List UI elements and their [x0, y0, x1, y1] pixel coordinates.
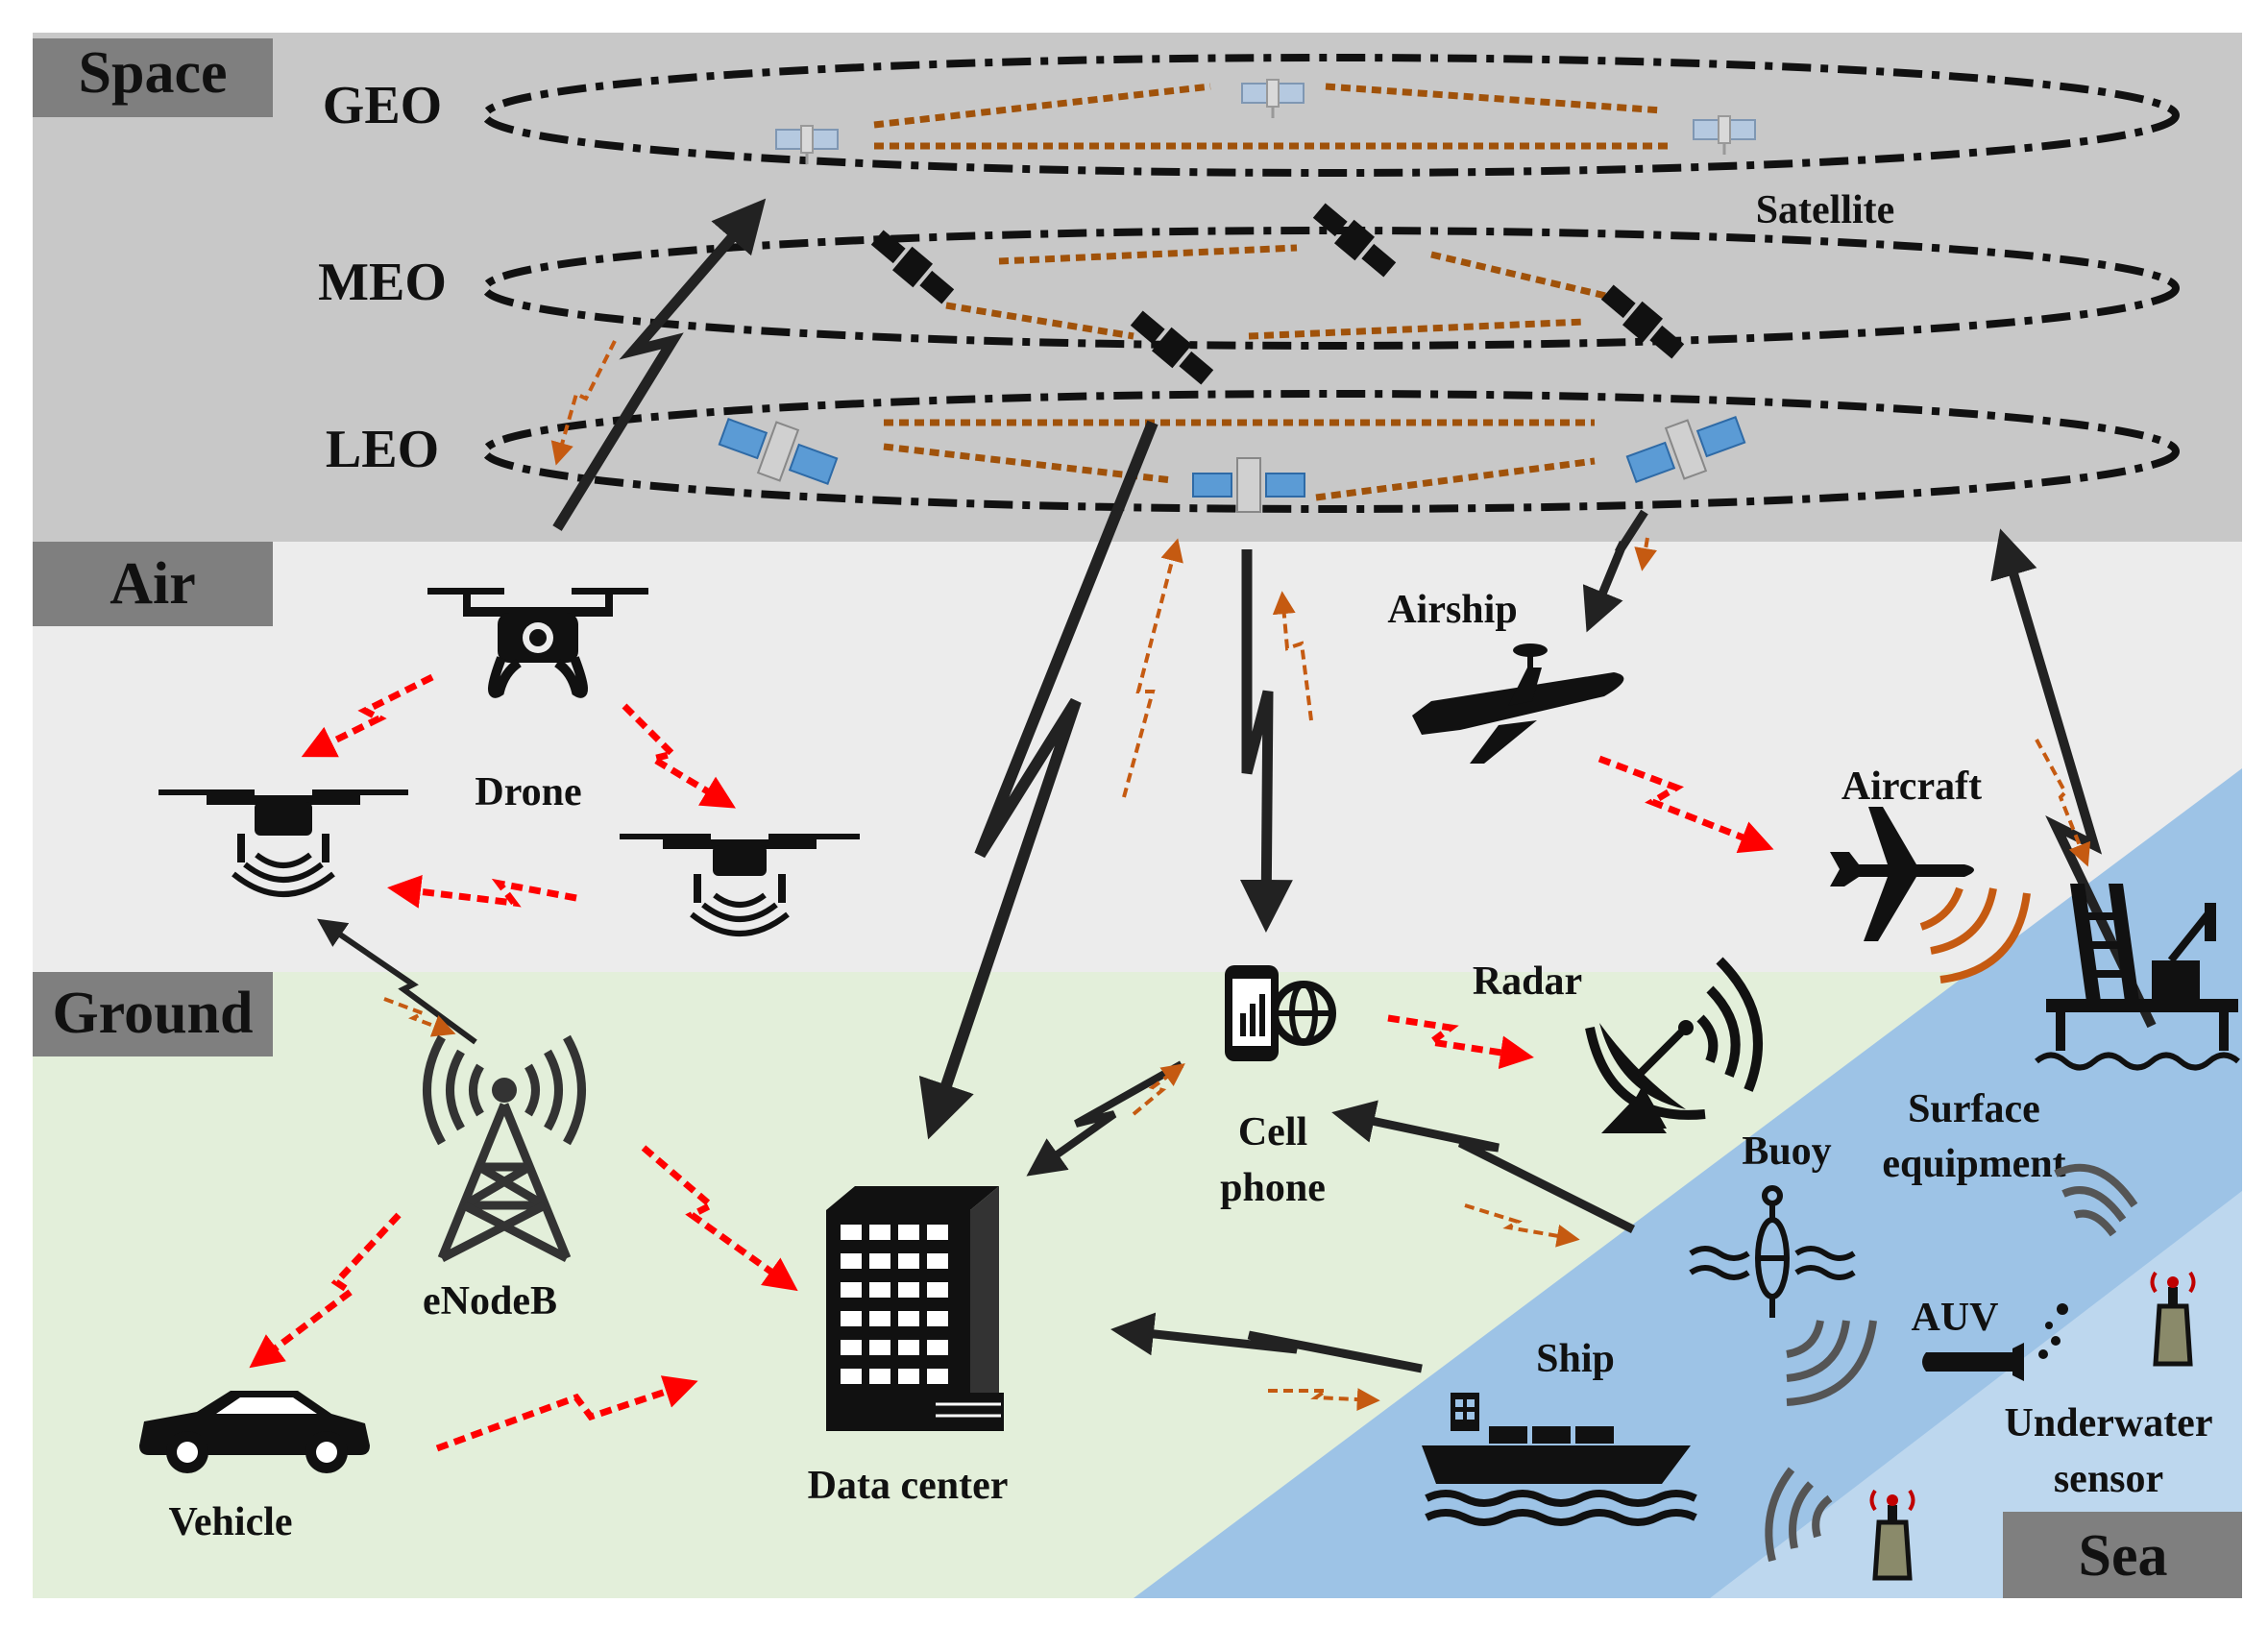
buoy-signal — [1786, 1320, 1877, 1406]
sea-tag: Sea — [2003, 1512, 2242, 1598]
data-center-icon — [826, 1186, 1004, 1431]
geo-orbit — [481, 54, 2180, 177]
sea-deep-layer — [1710, 1191, 2242, 1598]
cell-phone-icon — [1225, 965, 1336, 1061]
satellite-icon — [775, 125, 839, 164]
airship-icon — [1412, 644, 1624, 764]
buoy-icon — [1689, 1185, 1856, 1318]
drone-icon — [427, 588, 648, 698]
underwater-sensor-signal — [1765, 1467, 1833, 1562]
meo-orbit — [481, 227, 2180, 350]
geo-satellites — [775, 79, 1756, 164]
auv-icon — [1922, 1303, 2068, 1381]
leo-orbit — [481, 390, 2180, 513]
satellite-icon — [1693, 115, 1756, 155]
cell-tower-icon — [423, 1034, 586, 1263]
satellite-icon — [1130, 310, 1214, 385]
satellite-label: Satellite — [1756, 188, 1895, 232]
orange-links — [383, 340, 2091, 1412]
air-tag: Air — [33, 542, 273, 626]
sea-tag-label: Sea — [2079, 1523, 2168, 1589]
black-links — [317, 198, 2157, 1373]
drone-icon — [159, 789, 408, 897]
vehicle-label: Vehicle — [168, 1500, 292, 1544]
underwater-sensor-signal — [2054, 1163, 2138, 1237]
leo-label: LEO — [326, 420, 439, 479]
ship-icon — [1422, 1393, 1697, 1526]
satellite-icon — [1625, 416, 1746, 483]
ground-tag: Ground — [33, 972, 273, 1056]
satellite-icon — [1192, 457, 1305, 513]
buoy-label: Buoy — [1742, 1129, 1831, 1174]
satellite-icon — [1241, 79, 1305, 118]
satellite-icon — [718, 418, 839, 485]
space-tag-label: Space — [79, 40, 228, 106]
aircraft-signal — [1919, 886, 2031, 983]
aircraft-label: Aircraft — [1841, 765, 1982, 809]
air-layer — [33, 542, 2242, 972]
airship-label: Airship — [1387, 588, 1517, 632]
car-icon — [139, 1391, 370, 1473]
drone-icon — [620, 834, 860, 936]
surface-label-line2: equipment — [1882, 1142, 2065, 1186]
auv-label: AUV — [1912, 1296, 1999, 1340]
underwater-label-line2: sensor — [2054, 1457, 2163, 1501]
space-tag: Space — [33, 38, 273, 117]
radar-dish-icon — [1585, 957, 1763, 1133]
underwater-label-line1: Underwater — [2005, 1401, 2213, 1445]
leo-satellites — [718, 416, 1746, 513]
cell-phone-label-line1: Cell — [1238, 1110, 1307, 1154]
underwater-sensor-icon — [2150, 1271, 2196, 1367]
satellite-icon — [870, 230, 955, 304]
geo-label: GEO — [323, 76, 442, 135]
drone-label: Drone — [475, 770, 581, 814]
ground-tag-label: Ground — [52, 981, 253, 1046]
satellite-icon — [1600, 284, 1685, 359]
radar-label: Radar — [1473, 959, 1582, 1004]
ship-label: Ship — [1536, 1337, 1615, 1381]
cell-phone-label-line2: phone — [1220, 1166, 1326, 1210]
inter-satellite-links — [873, 83, 1671, 501]
oil-platform-icon — [2035, 884, 2240, 1071]
orbit-ellipses — [481, 54, 2180, 513]
underwater-sensor-icon — [1869, 1489, 1915, 1581]
aircraft-icon — [1830, 807, 1974, 941]
air-tag-label: Air — [110, 551, 196, 617]
surface-label-line1: Surface — [1908, 1087, 2040, 1131]
data-center-label: Data center — [808, 1464, 1009, 1508]
meo-label: MEO — [318, 253, 447, 312]
meo-satellites — [870, 203, 1685, 385]
enodeb-label: eNodeB — [423, 1279, 557, 1323]
red-links — [249, 673, 1774, 1452]
satellite-icon — [1312, 203, 1397, 278]
